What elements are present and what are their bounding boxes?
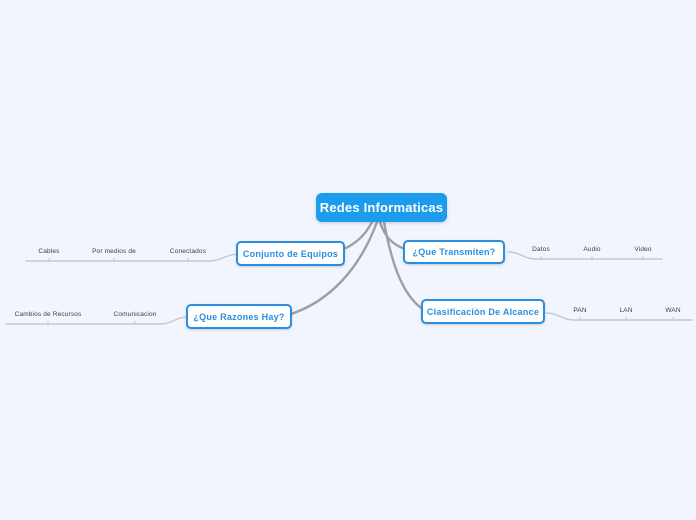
branch-node-label: Conjunto de Equipos — [242, 248, 339, 259]
edge-root-to-clasificacion-de-alcance — [382, 220, 428, 313]
leaf-por-medios-de[interactable]: Por medios de — [92, 248, 136, 255]
leaf-spine-clasificacion-de-alcance — [545, 312, 693, 321]
leaf-datos[interactable]: Datos — [532, 246, 550, 253]
leaf-pan[interactable]: PAN — [573, 307, 587, 314]
root-node[interactable]: Redes Informaticas — [316, 193, 447, 222]
branch-node-label: ¿Que Transmiten? — [412, 247, 496, 257]
root-node-label: Redes Informaticas — [319, 200, 444, 215]
leaf-conectados[interactable]: Conectados — [169, 248, 207, 255]
branch-node-conjunto-de-equipos[interactable]: Conjunto de Equipos — [236, 241, 345, 266]
leaf-audio[interactable]: Audio — [583, 246, 601, 253]
branch-node-label: Clasificación De Alcance — [426, 306, 540, 317]
branch-node-que-transmiten[interactable]: ¿Que Transmiten? — [403, 240, 505, 264]
leaf-spine-conjunto-de-equipos — [25, 253, 241, 262]
branch-node-clasificacion-de-alcance[interactable]: Clasificación De Alcance — [421, 299, 545, 324]
branch-node-que-razones-hay[interactable]: ¿Que Razones Hay? — [186, 304, 292, 329]
branch-node-label: ¿Que Razones Hay? — [193, 311, 285, 322]
leaf-wan[interactable]: WAN — [665, 307, 681, 314]
leaf-cambios-de-recursos[interactable]: Cambios de Recursos — [14, 311, 82, 318]
leaf-spine-que-transmiten — [507, 251, 663, 260]
leaf-lan[interactable]: LAN — [619, 307, 633, 314]
leaf-spine-que-razones-hay — [5, 316, 189, 325]
edge-root-to-que-razones-hay — [286, 220, 379, 317]
leaf-video[interactable]: Video — [634, 246, 652, 253]
leaf-comunicacion[interactable]: Comunicacion — [113, 311, 157, 318]
leaf-cables[interactable]: Cables — [38, 248, 60, 255]
